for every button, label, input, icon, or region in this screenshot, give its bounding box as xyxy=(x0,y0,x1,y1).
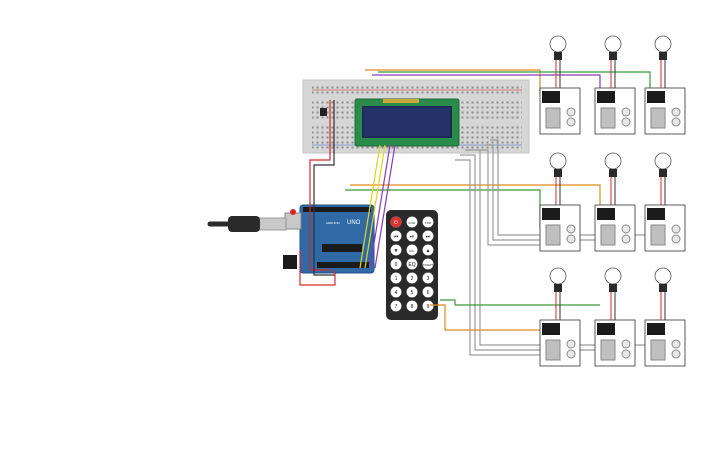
remote-button-digit[interactable]: 8 xyxy=(406,300,418,312)
light-bulb-icon[interactable] xyxy=(654,152,672,170)
light-bulb-icon[interactable] xyxy=(604,35,622,53)
light-bulb-icon[interactable] xyxy=(549,35,567,53)
remote-button-repeat[interactable]: ST/REPT xyxy=(422,258,434,270)
relay-module-6[interactable] xyxy=(644,152,686,252)
remote-button-label: 4 xyxy=(395,290,398,296)
relay-module-4[interactable] xyxy=(539,152,581,252)
remote-button-up-icon[interactable]: ▲ xyxy=(422,244,434,256)
remote-button-label: ⏯ xyxy=(410,234,414,240)
remote-button-label: 5 xyxy=(411,290,414,296)
light-bulb-icon[interactable] xyxy=(654,267,672,285)
remote-button-play-pause-icon[interactable]: ⏯ xyxy=(406,230,418,242)
remote-button-down-icon[interactable]: ▼ xyxy=(390,244,402,256)
remote-button-func[interactable]: FUNC xyxy=(406,216,418,228)
remote-button-label: 7 xyxy=(395,304,398,310)
remote-button-label: FUNC xyxy=(409,222,416,225)
remote-button-label: ⏮ xyxy=(394,234,399,240)
remote-button-rewind-icon[interactable]: ⏮ xyxy=(390,230,402,242)
remote-button-power-icon[interactable]: ⏻ xyxy=(390,216,402,228)
ir-receiver[interactable] xyxy=(320,108,327,116)
remote-button-label: 1 xyxy=(395,276,398,282)
remote-button-label: 0 xyxy=(395,262,398,268)
remote-button-label: 6 xyxy=(427,290,430,296)
remote-button-label: STOP xyxy=(425,222,432,225)
light-bulb-icon[interactable] xyxy=(604,267,622,285)
light-bulb-icon[interactable] xyxy=(549,267,567,285)
remote-button-stop[interactable]: STOP xyxy=(422,216,434,228)
relay-module-5[interactable] xyxy=(594,152,636,252)
remote-button-label: 8 xyxy=(411,304,414,310)
remote-button-digit[interactable]: 0 xyxy=(390,258,402,270)
lcd-display[interactable] xyxy=(354,98,460,147)
remote-button-label: ⏻ xyxy=(394,220,398,226)
relay-module-1[interactable] xyxy=(539,35,581,135)
light-bulb-icon[interactable] xyxy=(654,35,672,53)
remote-button-vol[interactable]: VOL- xyxy=(406,244,418,256)
relay-grid xyxy=(539,35,686,367)
remote-button-label: ▲ xyxy=(426,248,431,254)
light-bulb-icon[interactable] xyxy=(549,152,567,170)
remote-button-digit[interactable]: 7 xyxy=(390,300,402,312)
arduino-brand: UNO xyxy=(347,220,361,226)
remote-button-digit[interactable]: 6 xyxy=(422,286,434,298)
remote-button-label: VOL- xyxy=(409,250,415,253)
remote-button-digit[interactable]: 9 xyxy=(422,300,434,312)
remote-button-digit[interactable]: 4 xyxy=(390,286,402,298)
remote-button-label: EQ xyxy=(408,262,415,268)
usb-cable[interactable] xyxy=(207,216,287,232)
remote-button-label: 2 xyxy=(411,276,414,282)
ir-remote[interactable]: ⏻ FUNC STOP ⏮ ⏯ ⏭ ▼ VOL- ▲ 0 EQ ST/REPT 1 2 3 4 5 6 7 8 9 xyxy=(386,210,438,320)
remote-button-label: 3 xyxy=(427,276,430,282)
relay-module-7[interactable] xyxy=(539,267,581,367)
remote-button-label: 9 xyxy=(427,304,430,310)
remote-button-digit[interactable]: 5 xyxy=(406,286,418,298)
remote-button-digit[interactable]: 3 xyxy=(422,272,434,284)
remote-button-label: ST/REPT xyxy=(423,264,434,267)
relay-module-8[interactable] xyxy=(594,267,636,367)
remote-button-label: ⏭ xyxy=(426,234,431,240)
remote-button-forward-icon[interactable]: ⏭ xyxy=(422,230,434,242)
light-bulb-icon[interactable] xyxy=(604,152,622,170)
arduino-maker: ARDUINO xyxy=(326,221,341,225)
relay-module-2[interactable] xyxy=(594,35,636,135)
relay-module-3[interactable] xyxy=(644,35,686,135)
relay-module-9[interactable] xyxy=(644,267,686,367)
remote-button-digit[interactable]: 2 xyxy=(406,272,418,284)
remote-button-label: ▼ xyxy=(394,248,399,254)
remote-button-digit[interactable]: 1 xyxy=(390,272,402,284)
remote-button-eq[interactable]: EQ xyxy=(406,258,418,270)
